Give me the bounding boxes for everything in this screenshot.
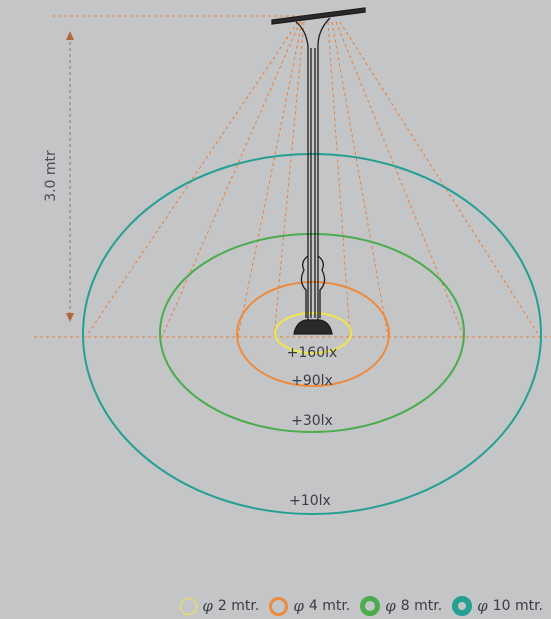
- ring-swatch-icon: [180, 597, 198, 615]
- diameter-symbol: φ: [293, 597, 304, 615]
- diameter-symbol: φ: [202, 597, 213, 615]
- ring-4m: [236, 281, 390, 387]
- ring-8m: [159, 233, 465, 433]
- lux-label-outer: +10lx: [289, 493, 331, 509]
- legend: φ 2 mtr. φ 4 mtr. φ 8 mtr. φ 10 mtr.: [180, 596, 543, 616]
- legend-item-4m: φ 4 mtr.: [269, 596, 351, 616]
- ring-2m: [274, 312, 352, 354]
- legend-item-2m: φ 2 mtr.: [180, 597, 259, 615]
- legend-label: 4 mtr.: [308, 598, 351, 614]
- legend-label: 10 mtr.: [492, 598, 543, 614]
- legend-label: 2 mtr.: [217, 598, 260, 614]
- legend-item-8m: φ 8 mtr.: [360, 596, 442, 616]
- height-dimension-arrow: [66, 31, 74, 322]
- lux-label-inner: +160lx: [287, 345, 338, 361]
- lux-label-second: +90lx: [291, 373, 333, 389]
- ring-swatch-icon: [452, 596, 473, 616]
- diameter-symbol: φ: [477, 597, 488, 615]
- height-label: 3.0 mtr: [43, 150, 59, 202]
- light-cone-lines: [85, 21, 541, 338]
- lamp-post: [271, 7, 366, 335]
- ring-swatch-icon: [269, 596, 289, 616]
- lux-label-third: +30lx: [291, 413, 333, 429]
- diameter-symbol: φ: [385, 597, 396, 615]
- legend-label: 8 mtr.: [400, 598, 443, 614]
- legend-item-10m: φ 10 mtr.: [452, 596, 543, 616]
- ring-swatch-icon: [360, 596, 381, 616]
- ring-10m: [82, 153, 542, 515]
